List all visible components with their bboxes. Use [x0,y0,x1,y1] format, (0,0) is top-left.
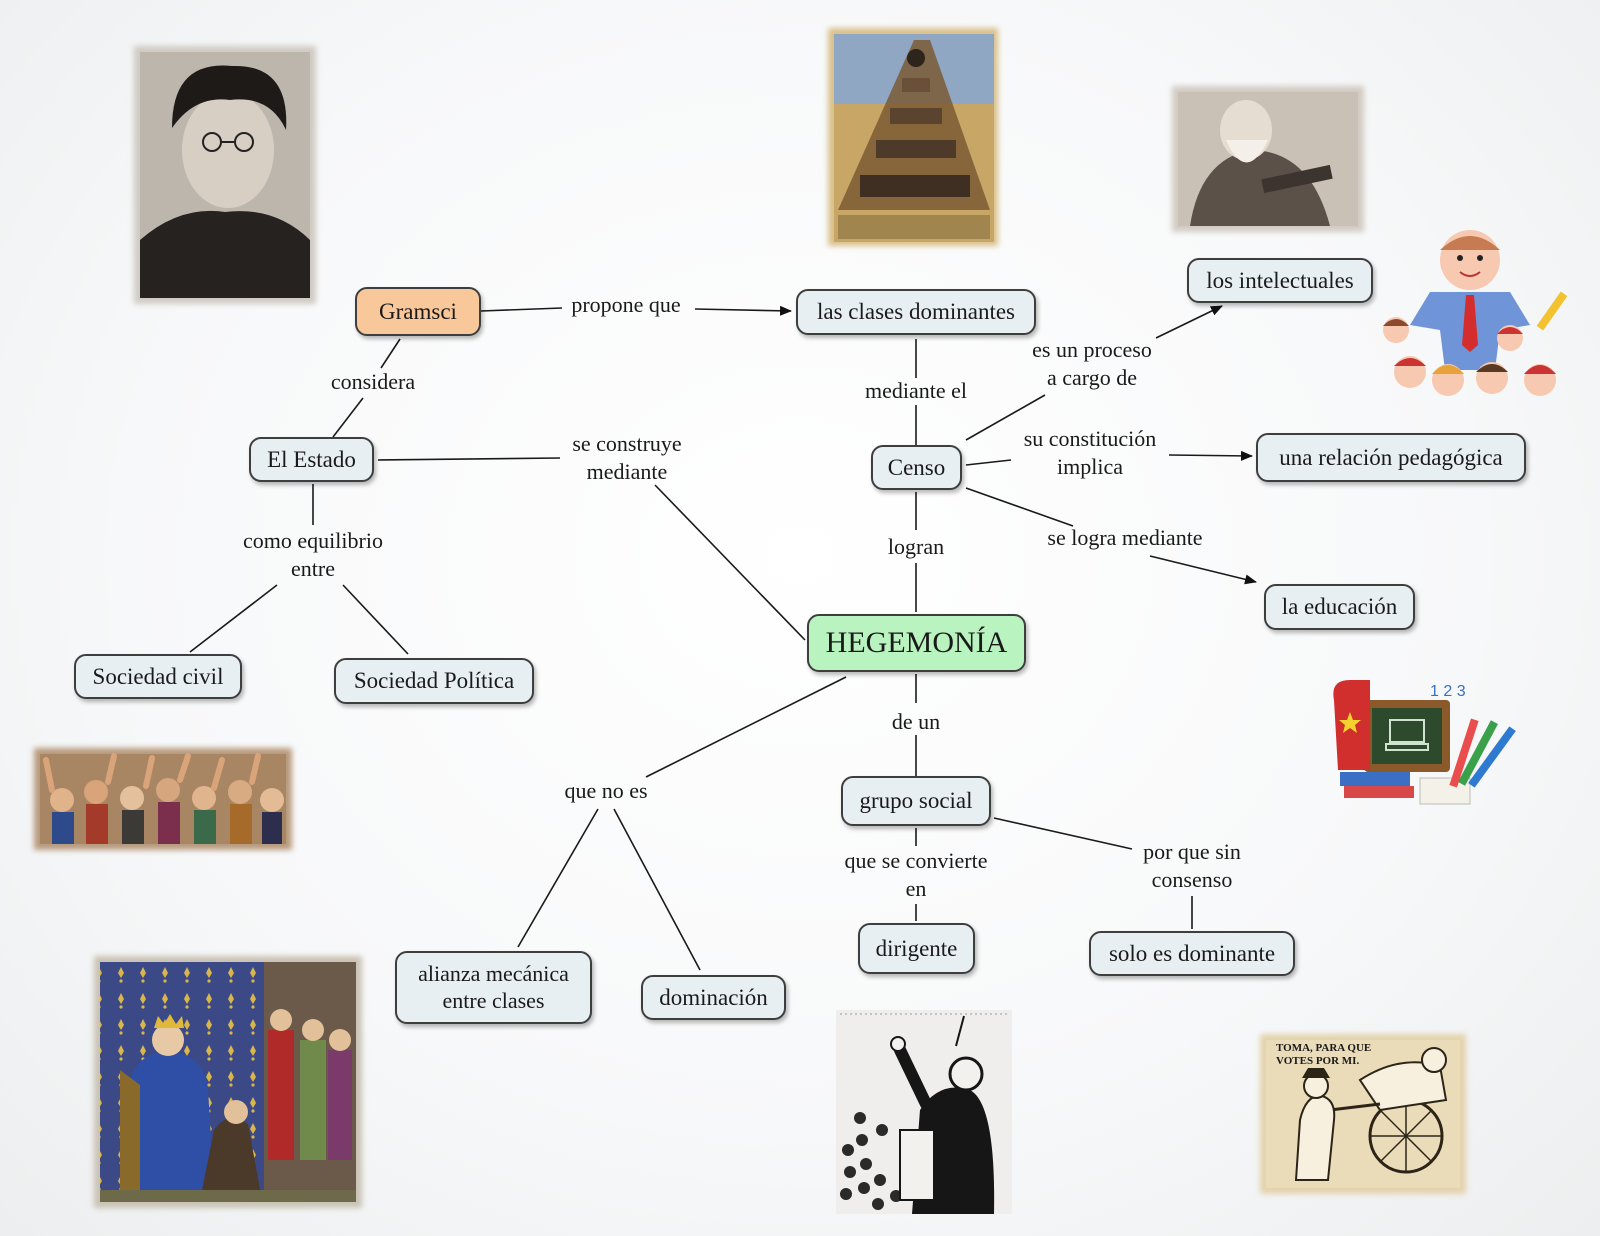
medieval-king-image [94,956,362,1208]
connector [342,584,409,655]
concept-dominacion[interactable]: dominación [641,975,786,1020]
concept-la-educacion[interactable]: la educación [1264,584,1415,630]
concept-hegemonia[interactable]: HEGEMONÍA [807,614,1026,672]
connector [332,397,364,438]
school-supplies-image: 1 2 3 [1333,680,1516,805]
connector [645,676,847,778]
orator-speech-image [836,1010,1012,1214]
link-es-un-proceso: es un proceso a cargo de [1032,337,1152,391]
link-mediante-el: mediante el [864,378,967,403]
link-que-no-es: que no es [564,778,648,803]
link-considera: considera [330,369,416,394]
concept-sociedad-civil[interactable]: Sociedad civil [74,654,242,699]
svg-text:1 2 3: 1 2 3 [1430,683,1466,700]
capitalist-pyramid-image [828,28,998,246]
link-se-construye: se construye mediante [572,431,682,485]
concept-alianza-mecanica[interactable]: alianza mecánica entre clases [395,951,592,1024]
connector-lines [189,305,1257,971]
connector [380,338,401,369]
teacher-children-image [1383,230,1568,396]
concept-sociedad-politica[interactable]: Sociedad Política [334,658,534,704]
concept-gramsci[interactable]: Gramsci [355,287,481,336]
link-que-se-convierte: que se convierte en [844,848,988,902]
connector [993,817,1133,850]
connector-arrow [1149,555,1257,585]
connector [965,459,1012,466]
connector [654,484,806,641]
vote-cartoon-image [1260,1034,1466,1194]
concept-intelectuales[interactable]: los intelectuales [1187,258,1373,303]
link-su-constitucion: su constitución implica [1023,426,1157,480]
concept-grupo-social[interactable]: grupo social [841,776,991,826]
link-por-que-sin-consenso: por que sin consenso [1143,839,1241,893]
connector [613,808,701,971]
connector [480,307,563,312]
concept-dirigente[interactable]: dirigente [858,923,975,974]
intellectual-reading-image [1172,86,1364,232]
link-logran: logran [887,534,945,559]
concept-censo[interactable]: Censo [871,445,962,490]
connector [965,487,1074,527]
connector [377,457,561,461]
link-propone-que: propone que [571,292,681,317]
link-se-logra-mediante: se logra mediante [1047,525,1203,550]
concept-relacion-pedagogica[interactable]: una relación pedagógica [1256,433,1526,482]
concept-el-estado[interactable]: El Estado [249,437,374,482]
connector [965,394,1046,441]
concept-clases-dominantes[interactable]: las clases dominantes [796,289,1036,335]
concept-solo-es-dominante[interactable]: solo es dominante [1089,931,1295,976]
link-como-equilibrio: como equilibrio entre [243,528,383,582]
connector-arrow [694,305,792,316]
connector [189,584,278,653]
connector-arrow [1155,305,1223,339]
cartoon-caption: TOMA, PARA QUE VOTES POR MI. [1276,1042,1372,1068]
link-de-un: de un [891,709,941,734]
crowd-hands-image [34,748,292,850]
connector [517,808,599,948]
gramsci-portrait-image [134,46,316,304]
connector-arrow [1168,450,1253,461]
